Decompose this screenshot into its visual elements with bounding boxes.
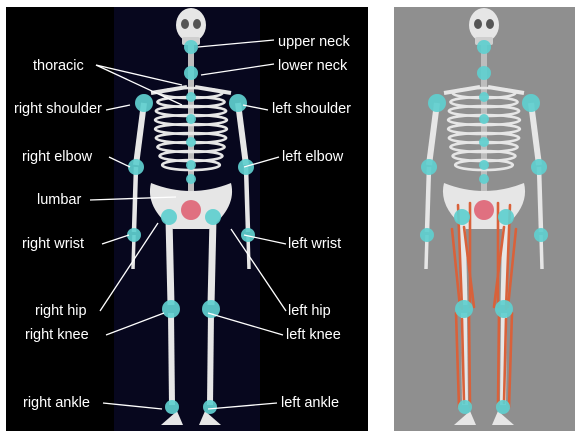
tibia-right: [171, 313, 172, 405]
label-left-knee: left knee: [286, 327, 341, 343]
joint: [496, 400, 510, 414]
joint: [186, 114, 196, 124]
pelvis-accent: [181, 200, 201, 220]
humerus-left: [531, 103, 539, 165]
label-thoracic: thoracic: [33, 58, 84, 74]
joint: [184, 40, 198, 54]
musculoskeletal-illustration: [394, 7, 575, 431]
joint: [241, 228, 255, 242]
skeleton-figure-with-muscles: [420, 8, 548, 425]
joint: [479, 92, 489, 102]
joint: [135, 94, 153, 112]
muscle-model-panel: [394, 7, 575, 431]
eye-socket-right: [474, 19, 482, 29]
humerus-right: [429, 103, 437, 165]
joint: [534, 228, 548, 242]
forearm-right: [134, 167, 136, 232]
joint: [479, 160, 489, 170]
forearm-left: [246, 167, 248, 232]
joint: [184, 66, 198, 80]
label-left-wrist: left wrist: [288, 236, 341, 252]
clavicle-right: [444, 87, 480, 93]
joint: [495, 300, 513, 318]
joint: [186, 137, 196, 147]
joint: [454, 209, 470, 225]
joint: [420, 228, 434, 242]
label-right-elbow: right elbow: [22, 149, 92, 165]
joint: [186, 174, 196, 184]
eye-socket-left: [486, 19, 494, 29]
joint: [477, 66, 491, 80]
joint: [428, 94, 446, 112]
clavicle-left: [488, 87, 524, 93]
tibia-left: [210, 313, 211, 405]
label-upper-neck: upper neck: [278, 34, 350, 50]
pelvis-accent: [474, 200, 494, 220]
joint: [479, 114, 489, 124]
joint: [165, 400, 179, 414]
label-right-shoulder: right shoulder: [14, 101, 102, 117]
joint: [479, 174, 489, 184]
label-right-knee: right knee: [25, 327, 89, 343]
joint: [128, 159, 144, 175]
label-left-elbow: left elbow: [282, 149, 343, 165]
label-right-hip: right hip: [35, 303, 87, 319]
label-lumbar: lumbar: [37, 192, 81, 208]
label-right-ankle: right ankle: [23, 395, 90, 411]
muscle-right: [456, 313, 459, 407]
eye-socket-right: [181, 19, 189, 29]
labeled-skeleton-panel: upper neck lower neck thoracic right sho…: [6, 7, 368, 431]
joint: [522, 94, 540, 112]
joint: [479, 137, 489, 147]
skull: [469, 8, 499, 42]
joint: [186, 160, 196, 170]
joint: [455, 300, 473, 318]
joint: [229, 94, 247, 112]
joint: [477, 40, 491, 54]
label-left-shoulder: left shoulder: [272, 101, 351, 117]
muscle-right: [469, 313, 470, 407]
label-right-wrist: right wrist: [22, 236, 84, 252]
eye-socket-left: [193, 19, 201, 29]
forearm-right: [427, 167, 429, 232]
joint: [127, 228, 141, 242]
muscle-left: [509, 313, 512, 407]
joint: [458, 400, 472, 414]
skull: [176, 8, 206, 42]
forearm-left: [539, 167, 541, 232]
label-lower-neck: lower neck: [278, 58, 347, 74]
joint: [531, 159, 547, 175]
joint: [161, 209, 177, 225]
joint: [498, 209, 514, 225]
joint: [203, 400, 217, 414]
joint: [205, 209, 221, 225]
femur-right: [169, 219, 171, 305]
femur-left: [211, 219, 213, 305]
joint: [186, 92, 196, 102]
joint: [421, 159, 437, 175]
label-left-ankle: left ankle: [281, 395, 339, 411]
joint: [162, 300, 180, 318]
label-left-hip: left hip: [288, 303, 331, 319]
muscle-left: [498, 313, 499, 407]
